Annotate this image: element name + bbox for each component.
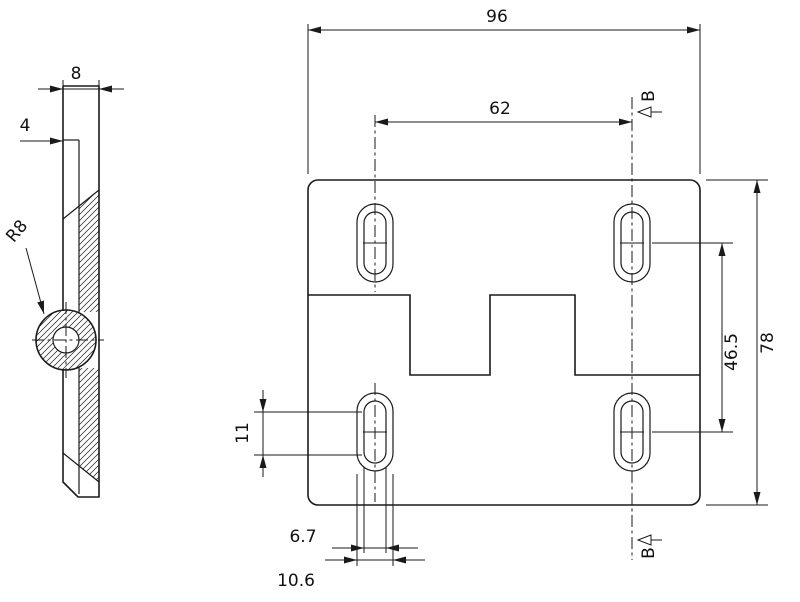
side-break-line-upper (62, 189, 100, 220)
dim-thickness: 8 (38, 64, 124, 96)
dim-slot-outer-width: 10.6 (277, 474, 425, 591)
dim-slot-length: 11 (233, 390, 362, 477)
dim-overall-width-label: 96 (486, 7, 508, 27)
front-view: 96 62 78 46.5 11 (233, 7, 778, 591)
dim-slot-outer-width-label: 10.6 (277, 571, 315, 591)
plate-outline (307, 179, 701, 506)
dim-slot-inner-width-label: 6.7 (289, 527, 316, 547)
section-hatch-upper (79, 190, 99, 312)
side-break-line-lower (62, 452, 100, 483)
dim-wall: 4 (20, 116, 63, 145)
section-hatch-boss-ring (36, 310, 97, 371)
section-label-top: B (639, 90, 659, 102)
side-view: 8 4 R8 (2, 64, 124, 498)
dim-slot-length-label: 11 (233, 422, 253, 444)
dim-wall-label: 4 (20, 116, 31, 136)
section-hatch-lower (79, 368, 99, 482)
section-arrow-bottom (636, 534, 652, 546)
dim-overall-height: 78 (706, 179, 778, 506)
dim-radius: R8 (2, 216, 45, 315)
dim-overall-height-label: 78 (758, 332, 778, 354)
dim-slot-centers-h-label: 62 (489, 99, 511, 119)
section-label-bottom: B (639, 547, 659, 559)
dim-radius-label: R8 (2, 216, 32, 246)
dim-slot-inner-width: 6.7 (289, 467, 418, 553)
section-arrow-top (636, 106, 652, 118)
dim-slot-centers-h: 62 (375, 99, 632, 126)
step-joint-line (308, 294, 700, 376)
side-outline-right (62, 85, 100, 498)
dim-thickness-label: 8 (71, 64, 82, 84)
section-marker-bottom: B (636, 534, 662, 559)
dim-overall-width: 96 (307, 7, 701, 174)
dim-slot-centers-v-label: 46.5 (722, 333, 742, 371)
section-marker-top: B (636, 90, 662, 118)
dim-slot-centers-v: 46.5 (652, 242, 742, 433)
